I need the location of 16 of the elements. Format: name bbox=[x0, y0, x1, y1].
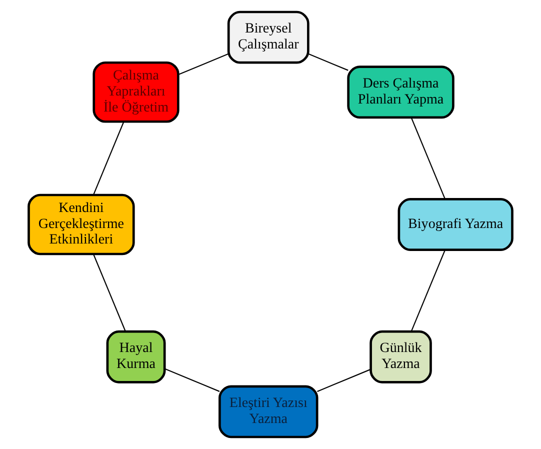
connector bbox=[92, 122, 124, 195]
connector bbox=[410, 117, 446, 200]
connector bbox=[164, 368, 220, 392]
node-box: Eleştiri Yazısı Yazma bbox=[218, 385, 318, 438]
connector bbox=[308, 53, 348, 71]
node-box: Biyografi Yazma bbox=[398, 198, 514, 251]
node-box: Ders Çalışma Planları Yapma bbox=[347, 66, 454, 119]
node-box: Çalışma Yaprakları İle Öğretim bbox=[92, 61, 180, 123]
connector bbox=[92, 254, 126, 332]
node-box: Kendini Gerçekleştirme Etkinlikleri bbox=[28, 194, 135, 256]
connector bbox=[317, 368, 371, 392]
connector bbox=[410, 250, 446, 332]
node-box: Hayal Kurma bbox=[106, 330, 166, 384]
node-box: Bireysel Çalışmalar bbox=[227, 10, 310, 64]
connector bbox=[178, 53, 229, 76]
node-box: Günlük Yazma bbox=[370, 330, 432, 384]
